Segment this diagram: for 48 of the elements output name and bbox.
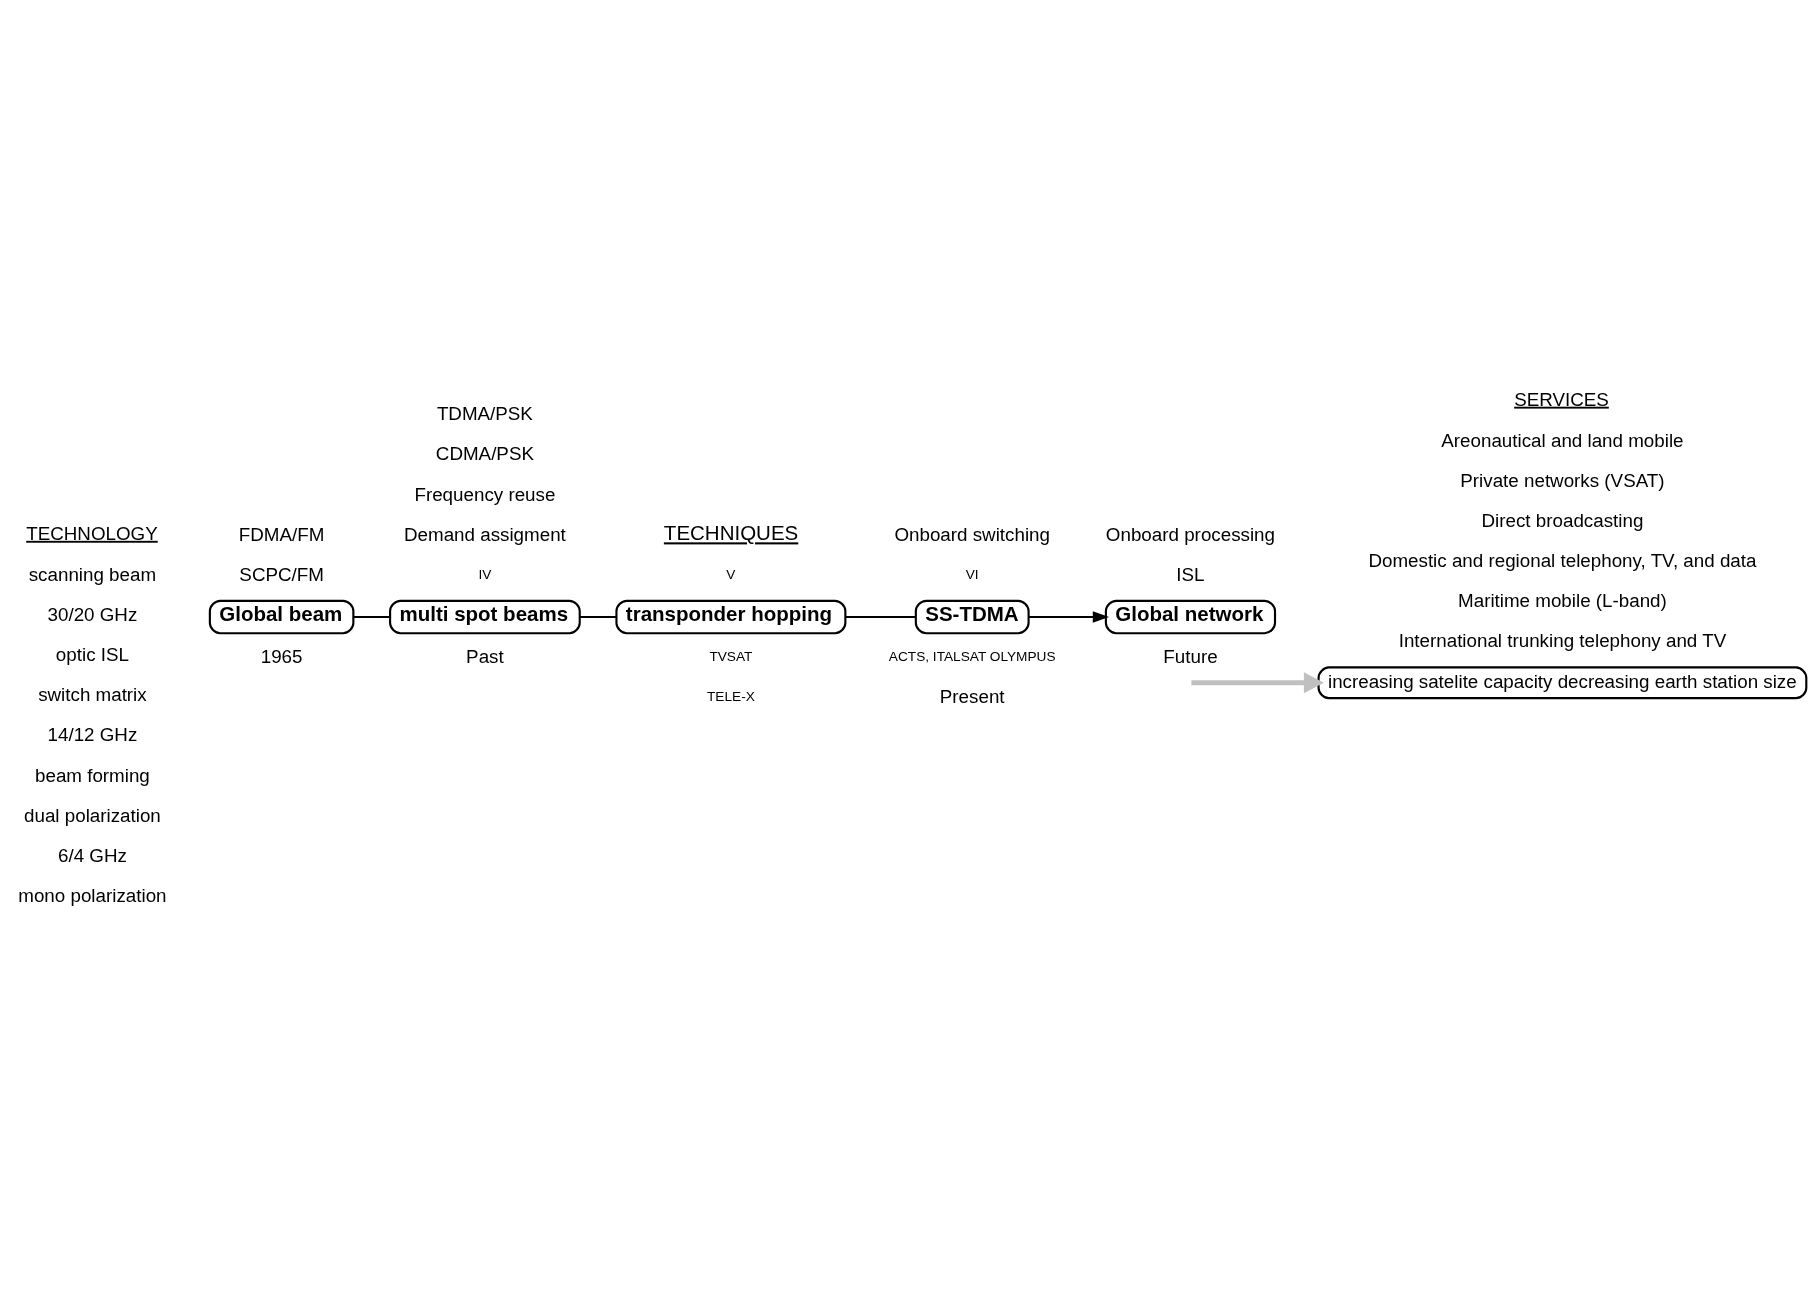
label: Onboard processing bbox=[1105, 523, 1276, 545]
label: Demand assigment bbox=[404, 523, 566, 545]
label: 14/12 GHz bbox=[47, 723, 138, 745]
label: Private networks (VSAT) bbox=[1460, 469, 1665, 491]
connector bbox=[579, 615, 617, 618]
label: scanning beam bbox=[28, 563, 157, 585]
label: CDMA/PSK bbox=[435, 442, 534, 464]
label: SERVICES bbox=[1514, 388, 1609, 410]
label: VI bbox=[965, 566, 979, 582]
label: dual polarization bbox=[24, 804, 161, 826]
label: TECHNIQUES bbox=[663, 520, 799, 544]
label: Domestic and regional telephony, TV, and data bbox=[1368, 549, 1757, 571]
connector bbox=[845, 615, 916, 618]
arrow bbox=[1028, 610, 1110, 623]
label: 1965 bbox=[260, 645, 303, 667]
label: Frequency reuse bbox=[414, 483, 556, 505]
label: SCPC/FM bbox=[239, 563, 324, 585]
label: Maritime mobile (L-band) bbox=[1458, 589, 1667, 611]
label: TVSAT bbox=[709, 648, 753, 664]
label: IV bbox=[478, 566, 492, 582]
label: TELE-X bbox=[707, 688, 755, 704]
arrow bbox=[1191, 671, 1324, 693]
label: 6/4 GHz bbox=[57, 844, 127, 866]
label: Areonautical and land mobile bbox=[1441, 429, 1684, 451]
label: mono polarization bbox=[18, 884, 167, 906]
label: International trunking telephony and TV bbox=[1398, 629, 1727, 651]
node-box: multi spot beams bbox=[389, 599, 581, 634]
label: 30/20 GHz bbox=[47, 603, 138, 625]
node-box: Global network bbox=[1104, 599, 1277, 634]
label: FDMA/FM bbox=[238, 523, 325, 545]
label: Direct broadcasting bbox=[1481, 509, 1644, 531]
label: Present bbox=[939, 685, 1005, 707]
connector bbox=[353, 615, 390, 618]
label: ACTS, ITALSAT OLYMPUS bbox=[888, 648, 1056, 664]
label: V bbox=[726, 566, 736, 582]
label: Onboard switching bbox=[894, 523, 1050, 545]
label: beam forming bbox=[35, 764, 150, 786]
node-box: increasing satelite capacity decreasing earth station size bbox=[1317, 665, 1808, 699]
node-box: Global beam bbox=[208, 599, 355, 634]
label: Future bbox=[1163, 645, 1218, 667]
label: Past bbox=[466, 645, 504, 667]
label: optic ISL bbox=[55, 643, 129, 665]
label: TDMA/PSK bbox=[436, 402, 533, 424]
node-box: transponder hopping bbox=[615, 599, 847, 634]
label: ISL bbox=[1176, 563, 1205, 585]
node-box: SS-TDMA bbox=[914, 599, 1030, 634]
label: TECHNOLOGY bbox=[26, 522, 158, 544]
label: switch matrix bbox=[38, 683, 147, 705]
